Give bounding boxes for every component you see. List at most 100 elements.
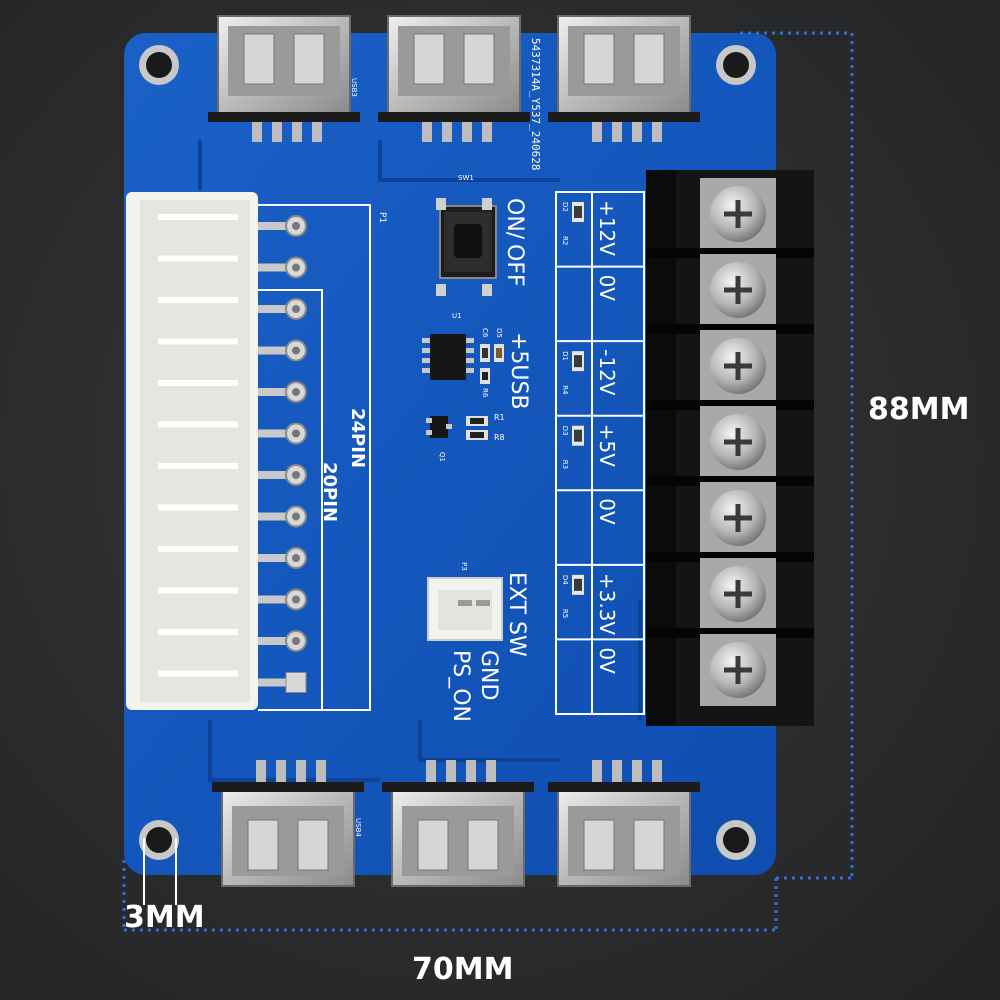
- hole-dimension-lines: [143, 838, 177, 905]
- usb-pin: [426, 760, 436, 786]
- connector-slot: [158, 214, 238, 220]
- small-ref-5: R8: [494, 433, 505, 442]
- usb-pin: [632, 760, 642, 786]
- usb-port: [378, 15, 530, 142]
- solder-pad-square: [285, 672, 307, 693]
- usb-port: [382, 760, 534, 887]
- header-ref-label: P3: [460, 562, 468, 571]
- width-dimension-label: 70MM: [412, 952, 514, 987]
- switch-label-off: OFF: [502, 244, 527, 287]
- usb-pin: [446, 760, 456, 786]
- connector-pin-lead: [258, 637, 302, 645]
- connector-pin-lead: [258, 595, 302, 604]
- status-led-body: [574, 206, 582, 218]
- pin-label-20: 20PIN: [319, 462, 340, 522]
- usb-pin: [592, 116, 602, 142]
- ext-switch-header: P3: [427, 562, 503, 641]
- switch-ref-label: SW1: [458, 174, 474, 182]
- usb-pin: [296, 760, 306, 786]
- rail-label: 0V: [595, 647, 619, 674]
- usb-pin: [276, 760, 286, 786]
- connector-pin-lead: [258, 554, 302, 562]
- usb-pin: [272, 116, 282, 142]
- solder-joint: [292, 305, 300, 313]
- usb-pin: [652, 760, 662, 786]
- ext-sw-label: EXT SW: [504, 572, 529, 657]
- small-ref-1: C6: [481, 328, 489, 338]
- dimension-lines: [122, 31, 854, 932]
- led-ref-label: D2: [561, 202, 569, 212]
- connector-pin-lead: [258, 222, 302, 230]
- connector-pin-lead: [258, 263, 302, 272]
- res-ref-label: R2: [561, 236, 569, 245]
- ic-chip: U1: [422, 312, 474, 380]
- connector-slot: [158, 587, 238, 594]
- screw-slot: [724, 656, 752, 684]
- connector-slot: [158, 421, 238, 428]
- solder-joint: [292, 429, 300, 438]
- usb-base: [548, 782, 700, 792]
- connector-slot: [158, 380, 238, 386]
- rail-dividers: [556, 265, 644, 641]
- rail-label: +5V: [595, 424, 619, 467]
- rail-label: -12V: [595, 349, 619, 396]
- terminal-divider: [646, 248, 814, 258]
- connector-pin-lead: [258, 388, 302, 396]
- solder-joint: [292, 388, 300, 396]
- connector-slot: [158, 255, 238, 262]
- connector-slot: [158, 629, 238, 635]
- terminal-divider: [646, 552, 814, 562]
- usb-pin: [612, 116, 622, 142]
- connector-slot: [158, 338, 238, 345]
- usb-pin: [256, 760, 266, 786]
- usb-contact: [633, 819, 665, 871]
- usb-bottom-ref-label: USB4: [354, 818, 362, 837]
- usb-pin: [462, 116, 472, 142]
- usb-port: [208, 15, 360, 142]
- status-led-body: [574, 355, 582, 368]
- connector-pin-lead: [258, 346, 302, 355]
- connector-silk-outline: [258, 204, 371, 711]
- usb-pin: [422, 116, 432, 142]
- usb-base: [212, 782, 364, 792]
- solder-joint: [292, 222, 300, 230]
- pin-label-24: 24PIN: [347, 408, 368, 468]
- screw-slot: [724, 200, 752, 228]
- usb-contact: [293, 33, 325, 85]
- connector-slot: [158, 670, 238, 677]
- rail-leds: [572, 202, 584, 595]
- led-ref-label: D4: [561, 575, 569, 585]
- connector-slot: [158, 546, 238, 552]
- small-ref-3: R6: [481, 388, 489, 398]
- transistor-ref-label: Q1: [438, 452, 446, 462]
- usb-contact: [243, 33, 275, 85]
- usb-top-ref-label: USB3: [350, 78, 358, 97]
- usb-contact: [633, 33, 665, 85]
- solder-joint: [292, 471, 300, 479]
- connector-pin-lead: [258, 471, 302, 479]
- atx-24pin-connector: [126, 192, 258, 710]
- hole-dimension-label: 3MM: [124, 900, 205, 935]
- board-id-text: 5437314A_Y537_240628: [529, 38, 542, 170]
- usb-contact: [297, 819, 329, 871]
- terminal-divider: [646, 476, 814, 486]
- connector-slot: [158, 463, 238, 469]
- ps-on-label: PS_ON: [448, 650, 473, 722]
- screw-slot: [724, 580, 752, 608]
- connector-pin-lead: [258, 678, 302, 687]
- small-ref-2: D5: [495, 328, 503, 338]
- usb-contact: [463, 33, 495, 85]
- height-dimension-label: 88MM: [868, 392, 970, 427]
- connector-slot: [158, 297, 238, 303]
- rail-label: +3.3V: [595, 573, 619, 636]
- usb-pin: [442, 116, 452, 142]
- usb-contact: [247, 819, 279, 871]
- small-ref-4: R1: [494, 413, 505, 422]
- usb-pin: [482, 116, 492, 142]
- usb-ports-bottom: [212, 760, 700, 887]
- usb-pin: [466, 760, 476, 786]
- res-ref-label: R4: [561, 385, 569, 395]
- solder-joint: [292, 595, 300, 604]
- led-ref-label: D1: [561, 351, 569, 361]
